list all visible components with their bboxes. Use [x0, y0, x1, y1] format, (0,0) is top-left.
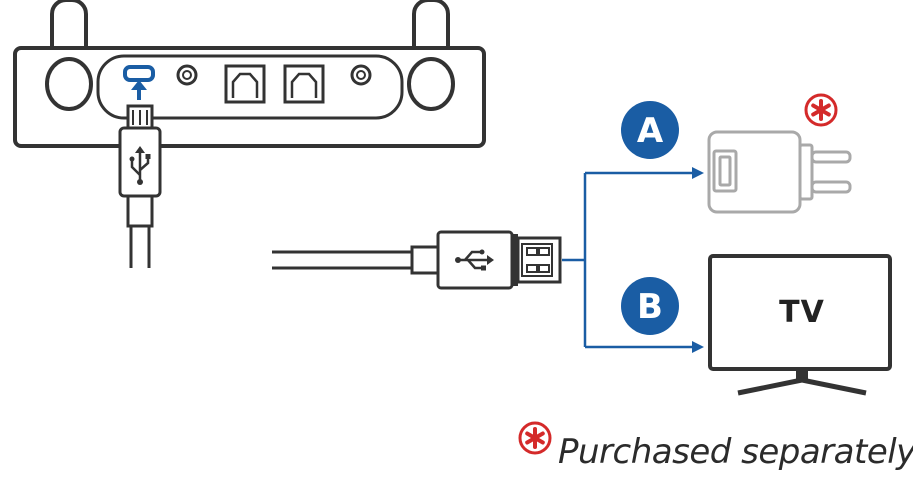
option-a-badge: A [621, 101, 679, 159]
asterisk-icon [518, 421, 552, 455]
usb-a-collar [512, 234, 518, 286]
arrow-to-tv-icon [692, 341, 704, 353]
wall-adapter [707, 130, 852, 214]
receiver-device [13, 0, 486, 148]
option-a-label: A [637, 111, 664, 151]
option-b-label: B [637, 287, 663, 327]
cable-strain-relief [126, 194, 154, 228]
tv-stand [737, 377, 867, 396]
insert-arrow-icon [131, 80, 147, 100]
left-antenna-base [45, 57, 93, 111]
usb-a-strain-relief [410, 245, 442, 275]
usb-icon [129, 146, 151, 185]
tv-neck [796, 369, 808, 381]
optical-port-2 [283, 64, 325, 104]
micro-usb-port [123, 65, 155, 82]
connection-arrows [562, 171, 694, 349]
micro-usb-cable [118, 104, 162, 268]
optical-port-1 [224, 64, 266, 104]
tv-label: TV [779, 295, 825, 330]
right-antenna-base [407, 57, 455, 111]
arrow-to-adapter-icon [692, 167, 704, 179]
option-b-badge: B [621, 277, 679, 335]
tv: TV [708, 254, 892, 396]
usb-a-cable [272, 230, 562, 290]
footnote-text: Purchased separately [558, 432, 913, 472]
usb-icon [455, 249, 494, 271]
asterisk-icon [804, 93, 838, 127]
